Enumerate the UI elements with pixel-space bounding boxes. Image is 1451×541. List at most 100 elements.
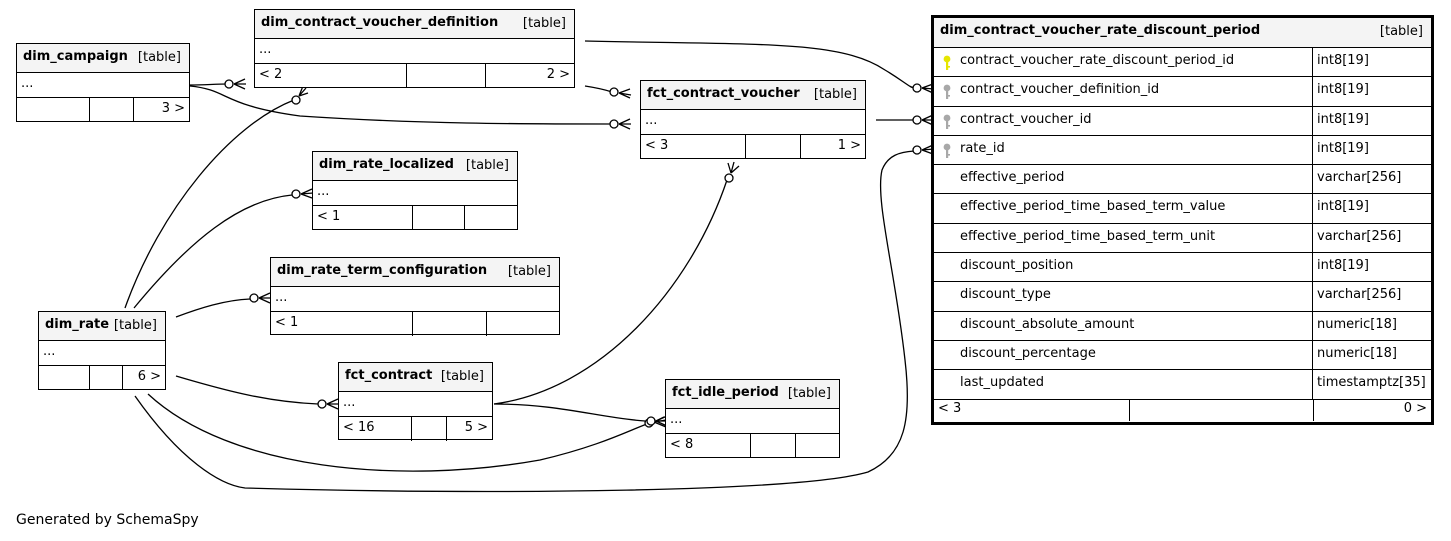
column-name: contract_voucher_id xyxy=(960,106,1313,135)
column-name: discount_position xyxy=(960,253,1313,282)
relationship-line xyxy=(175,298,251,318)
relationship-end-marker xyxy=(646,416,656,426)
table-type-label: [table] xyxy=(1379,24,1423,39)
foreign-key-icon xyxy=(943,84,951,100)
table-name: dim_rate xyxy=(45,317,110,332)
footer-spacer xyxy=(412,206,464,230)
column-type: varchar[256] xyxy=(1317,287,1402,303)
columns-collapsed: ... xyxy=(255,39,574,64)
relationship-end-marker xyxy=(724,173,734,183)
children-count xyxy=(486,312,559,336)
generated-by-caption: Generated by SchemaSpy xyxy=(16,512,199,528)
table-fct-contract[interactable]: fct_contract[table] ... < 16 5 > xyxy=(338,362,493,441)
column-type: int8[19] xyxy=(1317,199,1369,215)
table-dim-campaign[interactable]: dim_campaign[table] ... 3 > xyxy=(16,43,190,122)
table-name: dim_rate_localized xyxy=(319,157,454,172)
table-dim-rate[interactable]: dim_rate[table] ... 6 > xyxy=(38,311,166,390)
column-name: effective_period_time_based_term_value xyxy=(960,194,1313,223)
parents-count xyxy=(39,366,89,390)
column-type: varchar[256] xyxy=(1317,170,1402,186)
relationship-end-marker xyxy=(912,83,922,93)
children-count: 5 > xyxy=(446,417,492,441)
relationship-end-marker xyxy=(224,79,234,89)
table-footer: < 1 xyxy=(271,312,559,336)
table-type-label: [table] xyxy=(507,264,551,279)
column-icon-cell xyxy=(934,224,960,252)
relationship-line xyxy=(189,85,613,125)
table-dim-rate-term-configuration[interactable]: dim_rate_term_configuration[table] ... <… xyxy=(270,257,560,336)
column-type: int8[19] xyxy=(1317,111,1369,127)
relationship-line xyxy=(134,150,915,493)
column-icon-cell xyxy=(934,312,960,340)
table-name: dim_contract_voucher_definition xyxy=(261,15,499,30)
parents-count: < 3 xyxy=(938,400,962,416)
parents-count: < 16 xyxy=(343,420,375,435)
primary-key-icon xyxy=(943,55,951,70)
relationship-line xyxy=(175,375,319,405)
relationship-line xyxy=(493,403,646,422)
column-type: int8[19] xyxy=(1317,53,1369,68)
relationship-line xyxy=(189,83,229,86)
column-name: effective_period xyxy=(960,165,1313,194)
table-footer: < 3 1 > xyxy=(641,135,865,159)
table-dim-contract-voucher-definition[interactable]: dim_contract_voucher_definition[table] .… xyxy=(254,9,575,88)
table-footer: < 3 0 > xyxy=(934,399,1431,421)
table-dim-rate-localized[interactable]: dim_rate_localized[table] ... < 1 xyxy=(312,151,518,230)
children-count xyxy=(795,434,839,458)
relationship-line xyxy=(124,99,295,309)
relationship-end-marker xyxy=(618,88,632,99)
columns-collapsed: ... xyxy=(339,392,492,417)
column-icon-cell xyxy=(934,107,960,135)
relationship-line xyxy=(133,194,293,309)
column-icon-cell xyxy=(934,136,960,164)
parents-count: < 1 xyxy=(317,209,341,224)
relationship-end-marker xyxy=(249,293,259,303)
column-type: numeric[18] xyxy=(1317,345,1397,361)
children-count: 1 > xyxy=(800,135,865,159)
table-fct-contract-voucher[interactable]: fct_contract_voucher[table] ... < 3 1 > xyxy=(640,80,866,159)
column-icon-cell xyxy=(934,77,960,105)
relationship-end-marker xyxy=(258,292,271,304)
table-footer: < 1 xyxy=(313,206,517,230)
relationship-end-marker xyxy=(300,188,314,199)
relationship-end-marker xyxy=(317,399,327,409)
children-count: 3 > xyxy=(133,98,189,122)
columns-collapsed: ... xyxy=(641,110,865,135)
parents-count xyxy=(17,98,89,122)
relationship-end-marker xyxy=(727,161,740,174)
footer-spacer xyxy=(1129,399,1313,421)
column-type: timestamptz[35] xyxy=(1317,375,1426,391)
table-type-label: [table] xyxy=(813,87,857,102)
column-icon-cell xyxy=(934,282,960,310)
relationship-line xyxy=(584,40,916,89)
column-icon-cell xyxy=(934,165,960,193)
column-row[interactable]: contract_voucher_rate_discount_period_id… xyxy=(934,48,1431,78)
footer-spacer xyxy=(411,417,446,441)
table-footer: < 16 5 > xyxy=(339,417,492,441)
foreign-key-icon xyxy=(943,114,951,129)
table-dim-contract-voucher-rate-discount-period[interactable]: dim_contract_voucher_rate_discount_perio… xyxy=(931,15,1434,425)
columns-collapsed: ... xyxy=(39,341,165,366)
children-count: 0 > xyxy=(1313,399,1431,421)
footer-spacer xyxy=(745,135,800,159)
relationship-end-marker xyxy=(609,119,619,129)
column-icon-cell xyxy=(934,370,960,398)
table-footer: < 8 xyxy=(666,434,839,458)
table-type-label: [table] xyxy=(440,369,484,384)
column-name: contract_voucher_rate_discount_period_id xyxy=(960,48,1313,77)
table-fct-idle-period[interactable]: fct_idle_period[table] ... < 8 xyxy=(665,379,840,458)
relationship-line xyxy=(147,393,648,472)
relationship-end-marker xyxy=(326,398,339,410)
